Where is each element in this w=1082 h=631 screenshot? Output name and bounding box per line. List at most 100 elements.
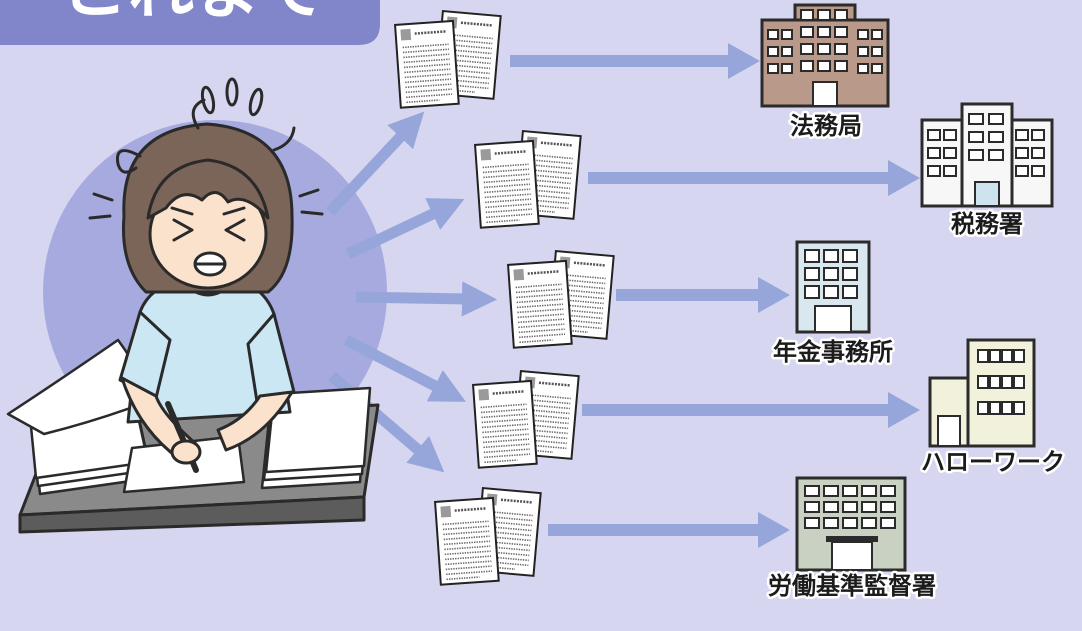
window	[800, 26, 814, 38]
window	[880, 517, 896, 529]
window	[871, 29, 883, 40]
building-door	[974, 181, 1000, 207]
arrow-to-office-1	[510, 43, 760, 79]
window	[1031, 147, 1045, 159]
window-grid	[804, 485, 896, 529]
window	[817, 9, 831, 21]
window	[823, 501, 839, 513]
building-icon	[795, 476, 907, 572]
window-grid	[800, 9, 848, 72]
window	[977, 401, 989, 415]
building-door	[814, 305, 852, 333]
window	[1015, 129, 1029, 141]
desk-edge	[18, 495, 366, 534]
arrow-to-office-2	[588, 160, 920, 196]
window	[800, 9, 814, 21]
arrow-to-document-3	[355, 281, 498, 317]
window	[871, 63, 883, 74]
window	[1013, 401, 1025, 415]
window	[927, 147, 941, 159]
window	[880, 501, 896, 513]
paper-stack-right	[260, 386, 372, 490]
right-eyebrow	[222, 206, 246, 216]
window	[804, 485, 820, 497]
window	[842, 517, 858, 529]
office-label: 税務署	[951, 210, 1023, 238]
window	[823, 249, 839, 263]
office-labor-standards-office: 労働基準監督署	[766, 476, 939, 603]
window	[804, 501, 820, 513]
window	[781, 46, 793, 57]
window	[927, 165, 941, 177]
window	[989, 375, 1001, 389]
left-eyebrow	[170, 206, 194, 216]
building-icon	[795, 240, 871, 334]
document-icon	[433, 486, 542, 586]
window	[834, 60, 848, 72]
building-door	[812, 81, 838, 107]
window	[861, 501, 877, 513]
window	[871, 46, 883, 57]
sweat-mark	[248, 87, 264, 117]
window	[861, 517, 877, 529]
header-tab-shape	[0, 0, 380, 45]
window	[1031, 165, 1045, 177]
office-pension-office: 年金事務所	[771, 240, 896, 369]
window-grid	[857, 29, 883, 74]
building-icon	[920, 102, 1054, 208]
window	[834, 43, 848, 55]
window	[977, 375, 989, 389]
window	[842, 485, 858, 497]
window-grid	[927, 129, 957, 177]
office-label: 年金事務所	[773, 338, 893, 366]
window	[804, 249, 820, 263]
office-tax-office: 税務署	[920, 102, 1054, 241]
stray-hair	[272, 126, 296, 152]
window	[1001, 349, 1013, 363]
document-sheet-front	[473, 139, 540, 229]
window	[861, 485, 877, 497]
window	[823, 285, 839, 299]
window	[1013, 349, 1025, 363]
window	[927, 129, 941, 141]
window	[823, 485, 839, 497]
right-forearm	[216, 390, 294, 452]
window-grid	[767, 29, 793, 74]
building-icon	[928, 338, 1036, 448]
sweat-mark	[200, 85, 216, 115]
right-eye	[224, 218, 246, 242]
window	[823, 267, 839, 281]
stressed-person-icon	[6, 77, 380, 534]
window	[1031, 129, 1045, 141]
window	[943, 165, 957, 177]
office-label: 法務局	[790, 112, 862, 140]
window	[1013, 375, 1025, 389]
window	[1001, 401, 1013, 415]
window	[817, 60, 831, 72]
window	[943, 129, 957, 141]
building-icon	[760, 3, 890, 108]
stress-lines	[88, 188, 324, 220]
arrow-to-document-1	[325, 111, 425, 216]
window-grid	[968, 113, 1004, 161]
window	[989, 349, 1001, 363]
window	[842, 267, 858, 281]
window	[1015, 165, 1029, 177]
arrow-to-office-3	[616, 277, 790, 313]
window	[977, 349, 989, 363]
window	[968, 149, 984, 161]
document-sheet-front	[506, 259, 573, 349]
left-hand	[170, 439, 202, 465]
arrow-to-document-4	[343, 335, 467, 402]
window	[842, 249, 858, 263]
window	[988, 149, 1004, 161]
office-legal-affairs-bureau: 法務局	[760, 3, 890, 143]
document-sheet-front	[393, 19, 460, 109]
window	[1015, 147, 1029, 159]
window	[834, 9, 848, 21]
window	[989, 401, 1001, 415]
window	[823, 517, 839, 529]
stray-hair	[191, 98, 206, 130]
office-label: ハローワーク	[921, 448, 1065, 476]
